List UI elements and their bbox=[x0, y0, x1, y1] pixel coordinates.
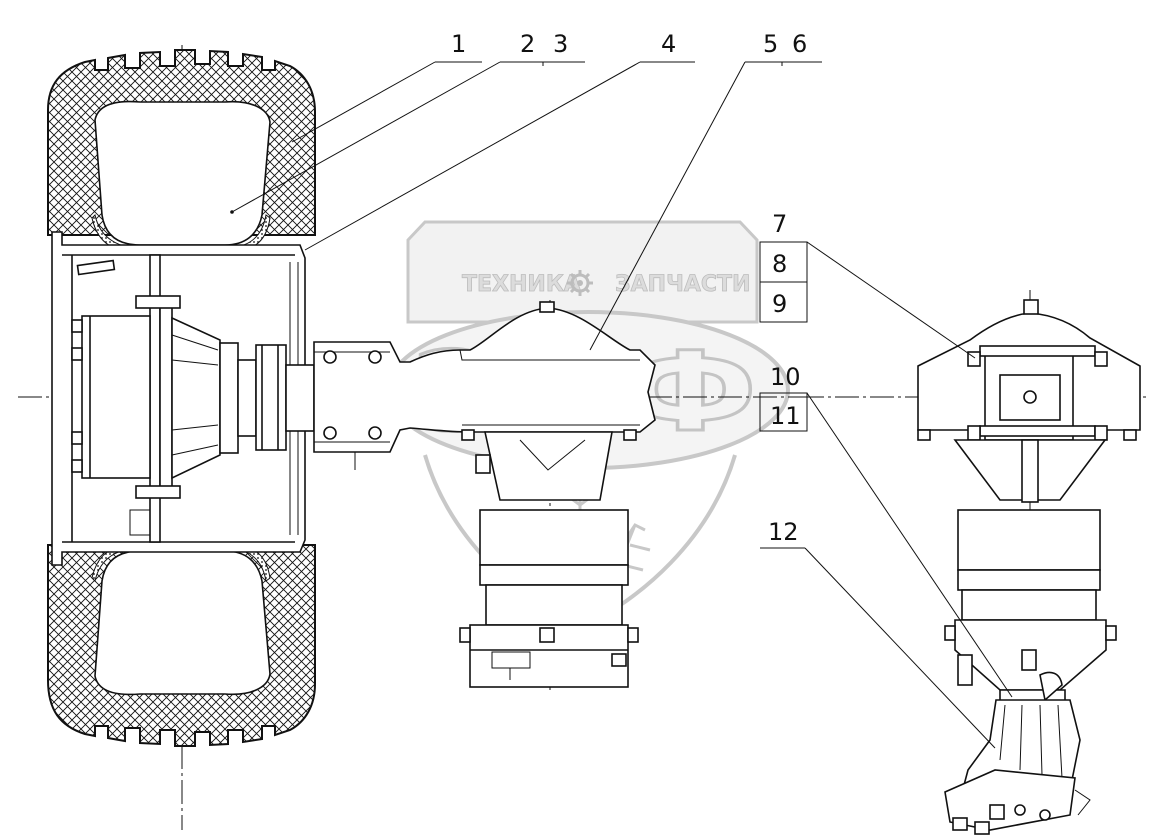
inner-tube-lower bbox=[94, 550, 271, 696]
callout-7: 7 bbox=[772, 210, 787, 238]
callout-10: 10 bbox=[770, 363, 801, 391]
callout-1: 1 bbox=[451, 30, 466, 58]
wheel-assembly bbox=[18, 45, 800, 830]
callout-5: 5 bbox=[763, 30, 778, 58]
motor-housing bbox=[479, 509, 629, 566]
callout-12: 12 bbox=[768, 518, 799, 546]
watermark-right-text: ЗАПЧАСТИ bbox=[615, 272, 750, 297]
side-view bbox=[800, 290, 1150, 835]
callout-4: 4 bbox=[661, 30, 676, 58]
yoke-bracket bbox=[313, 307, 656, 453]
hub-bolts bbox=[71, 295, 181, 499]
callouts: 1 2 3 4 5 6 7 8 9 10 11 12 bbox=[231, 30, 1013, 749]
watermark-banner bbox=[406, 220, 759, 324]
callout-8: 8 bbox=[772, 250, 787, 278]
callout-9: 9 bbox=[772, 290, 787, 318]
callout-3: 3 bbox=[553, 30, 568, 58]
callout-2: 2 bbox=[520, 30, 535, 58]
callout-6: 6 bbox=[792, 30, 807, 58]
gear-icon bbox=[567, 270, 593, 296]
hub bbox=[81, 315, 151, 479]
center-view bbox=[313, 300, 656, 690]
inner-tube-upper bbox=[94, 100, 271, 246]
watermark-left-text: ТЕХНИКА bbox=[462, 272, 581, 297]
callout-11: 11 bbox=[770, 402, 801, 430]
